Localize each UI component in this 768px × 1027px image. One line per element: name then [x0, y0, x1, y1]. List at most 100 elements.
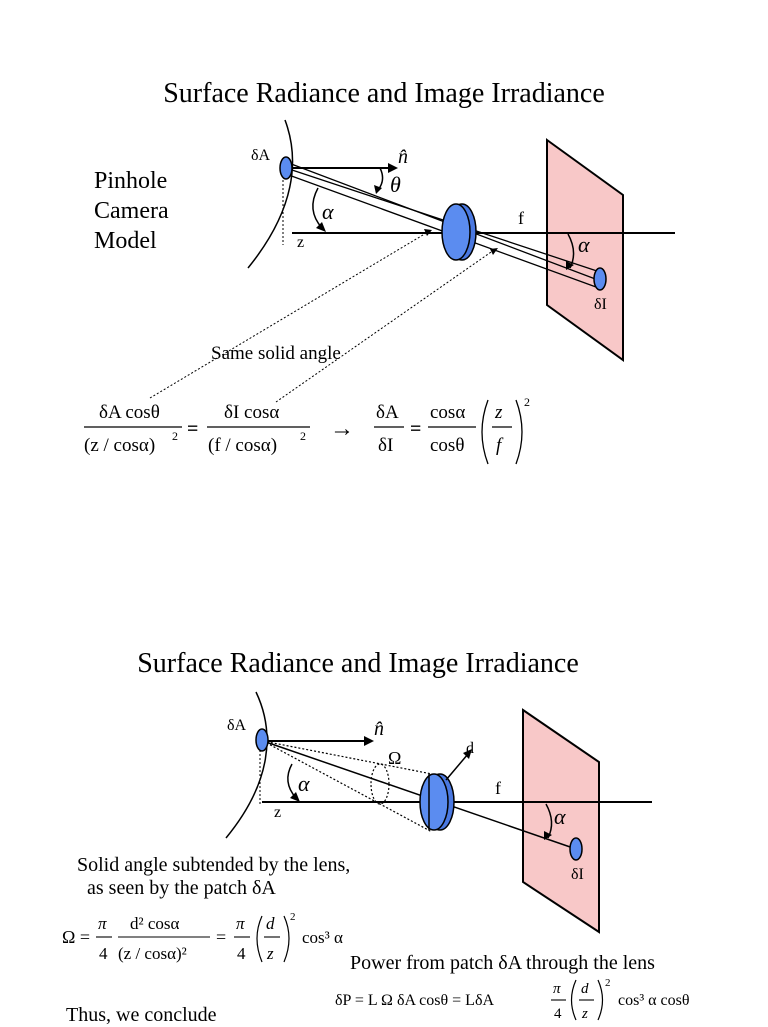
omega-eq-paren-exp: 2 — [290, 911, 296, 923]
diameter-arrowhead — [463, 749, 472, 759]
image-patch — [569, 837, 583, 861]
eq-paren-num: z — [494, 402, 503, 423]
power-eq-lhs: δP = L Ω δA cosθ = LδA — [335, 992, 494, 1009]
image-plane — [546, 138, 624, 362]
omega-equation: Ω = π 4 d² cosα (z / cosα)² = π 4 d z 2 … — [62, 911, 343, 963]
leader-arrowhead — [424, 229, 432, 236]
leader-line — [149, 231, 429, 399]
model-label-line-3: Model — [94, 228, 157, 254]
alpha-arc — [312, 187, 323, 229]
eq-equals: = — [187, 418, 198, 440]
model-label-line-1: Pinhole — [94, 168, 168, 194]
eq-rhs-den: cosθ — [430, 435, 464, 456]
slide-lens-solid-angle: Surface Radiance and Image Irradiance So… — [0, 512, 768, 1026]
eq-paren-den: f — [496, 435, 504, 456]
omega-eq-four: 4 — [99, 944, 108, 963]
ray — [285, 161, 599, 281]
eq-lhs2-num: δI cosα — [224, 402, 279, 423]
model-label-line-2: Camera — [94, 198, 169, 224]
projection-equation: δA cosθ (z / cosα) 2 = δI cosα (f / cosα… — [84, 395, 530, 465]
power-eq-paren-exp: 2 — [605, 977, 611, 989]
slide-pinhole-model: Surface Radiance and Image Irradiance Pi… — [0, 0, 768, 512]
eq-lhs1-num: δA cosθ — [99, 402, 160, 423]
omega-eq-paren-num: d — [266, 914, 275, 933]
alpha-arrowhead — [290, 792, 300, 802]
left-paren — [481, 399, 489, 465]
eq-ratio-num: δA — [376, 402, 399, 423]
lens — [419, 773, 449, 831]
alpha-image-label: α — [554, 804, 566, 829]
lens-diagram: δA n̂ Ω d α z f α δI Ω = π 4 d² cosα (z … — [62, 691, 690, 1022]
theta-label: θ — [390, 172, 401, 197]
alpha-image-arrowhead — [566, 261, 574, 270]
normal-label: n̂ — [374, 718, 384, 740]
omega-eq-den: (z / cosα)² — [118, 944, 187, 963]
slide-title: Surface Radiance and Image Irradiance — [163, 78, 605, 109]
eq-lhs2-den: (f / cosα) — [208, 435, 277, 456]
power-equation: δP = L Ω δA cosθ = LδA π 4 d z 2 cos³ α … — [335, 977, 690, 1022]
eq-lhs1-den: (z / cosα) — [84, 435, 155, 456]
normal-arrowhead — [388, 163, 398, 173]
left-paren — [256, 915, 263, 963]
omega-eq-pi2: π — [236, 914, 245, 933]
cone-edge — [262, 740, 433, 775]
right-paren — [597, 979, 604, 1021]
omega-eq-lhs: Ω = — [62, 927, 90, 947]
object-surface — [247, 119, 294, 269]
z-label: z — [274, 804, 281, 821]
eq-paren-exp: 2 — [524, 395, 530, 409]
power-eq-paren-den: z — [581, 1006, 588, 1022]
power-eq-pi: π — [553, 981, 561, 997]
eq-ratio-den: δI — [378, 435, 393, 456]
alpha-label: α — [322, 199, 334, 224]
object-patch — [279, 156, 293, 180]
leader-arrowhead — [490, 248, 498, 255]
diameter-arrow — [445, 753, 469, 781]
solid-angle-text-line-2: as seen by the patch δA — [87, 877, 276, 899]
omega-eq-four2: 4 — [237, 944, 246, 963]
patch-label: δA — [227, 717, 247, 734]
object-patch — [255, 728, 269, 752]
solid-angle-text-line-1: Solid angle subtended by the lens, — [77, 854, 351, 876]
object-surface — [225, 691, 268, 839]
omega-eq-paren-den: z — [266, 944, 274, 963]
theta-arc — [377, 167, 384, 191]
eq-lhs2-den-exp: 2 — [300, 429, 306, 443]
image-patch-label: δI — [571, 866, 584, 883]
alpha-label: α — [298, 771, 310, 796]
normal-label: n̂ — [398, 146, 408, 168]
eq-equals-2: = — [410, 418, 421, 440]
slide-title: Surface Radiance and Image Irradiance — [137, 648, 579, 679]
conclusion-text: Thus, we conclude — [66, 1004, 217, 1026]
leader-line — [275, 249, 495, 403]
power-eq-paren-num: d — [581, 981, 589, 997]
eq-arrow: → — [330, 416, 354, 442]
image-patch-label: δI — [594, 296, 607, 313]
left-paren — [570, 979, 577, 1021]
image-plane — [522, 708, 600, 934]
solid-angle-caption: Same solid angle — [211, 343, 341, 364]
f-label: f — [518, 208, 524, 228]
pinhole-diagram: δA n̂ θ α z f α δI Same solid angle δA c… — [84, 119, 675, 465]
eq-rhs-num: cosα — [430, 402, 465, 423]
omega-label: Ω — [388, 748, 401, 768]
omega-eq-tail: cos³ α — [302, 928, 343, 947]
alpha-arc — [287, 763, 297, 799]
d-label: d — [466, 740, 474, 757]
theta-arrowhead — [374, 185, 382, 194]
z-label: z — [297, 234, 304, 251]
alpha-arrowhead — [316, 222, 326, 232]
chief-ray — [262, 740, 577, 850]
alpha-image-label: α — [578, 232, 590, 257]
image-patch — [593, 267, 607, 291]
power-eq-four: 4 — [554, 1006, 562, 1022]
normal-arrowhead — [364, 736, 374, 746]
f-label: f — [495, 778, 501, 798]
ray — [285, 173, 597, 288]
power-text: Power from patch δA through the lens — [350, 952, 655, 974]
lens — [441, 203, 471, 261]
omega-eq-pi: π — [98, 914, 107, 933]
omega-eq-num: d² cosα — [130, 914, 180, 933]
alpha-image-arrowhead — [544, 831, 552, 840]
patch-label: δA — [251, 147, 271, 164]
